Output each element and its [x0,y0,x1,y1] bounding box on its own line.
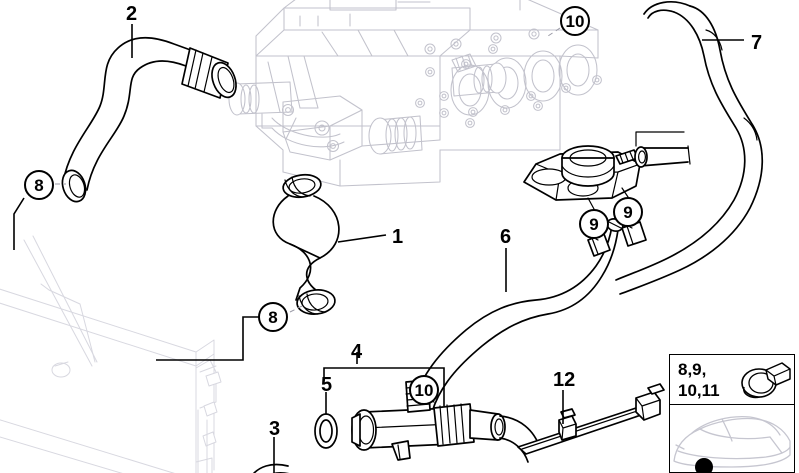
radiator-ghost [0,235,222,473]
callout-9-left: 9 [579,209,609,239]
legend-line-1: 8,9, [678,360,707,379]
engine-block-ghost [228,0,602,187]
part-label-4: 4 [351,341,363,363]
callout-8-left: 8 [24,170,54,200]
valve-housing-assembly [523,131,691,201]
part-label-5: 5 [321,374,333,396]
hose-1-water-hose [272,173,340,315]
hose-2-upper-radiator-hose [61,36,237,203]
legend-box: 8,9, 10,11 [669,354,795,473]
car-silhouette-icon [673,415,791,472]
part-label-3: 3 [269,418,281,440]
clamps-9 [587,221,647,257]
callout-8-centre: 8 [258,302,288,332]
part-label-2: 2 [126,3,138,25]
legend-vehicle-row [670,405,794,472]
water-pipe-assembly-4 [314,379,541,463]
legend-line-2: 10,11 [678,381,720,401]
cable-tie-12 [517,383,665,455]
hose-7-expansion-tank-hose [615,1,764,295]
part-label-6: 6 [500,226,512,248]
part-label-7: 7 [751,32,763,54]
legend-clamp-row: 8,9, 10,11 [670,355,794,405]
hose-3-lower-radiator-hose [252,463,290,473]
part-label-12: 12 [553,369,576,391]
callout-10-top: 10 [560,6,590,36]
part-label-1: 1 [392,226,404,248]
leader-lines [13,24,744,473]
hose-clamp-icon [741,362,791,399]
legend-part-numbers: 8,9, 10,11 [678,359,720,402]
callout-9-right: 9 [613,197,643,227]
callout-10-bottom: 10 [409,375,439,405]
